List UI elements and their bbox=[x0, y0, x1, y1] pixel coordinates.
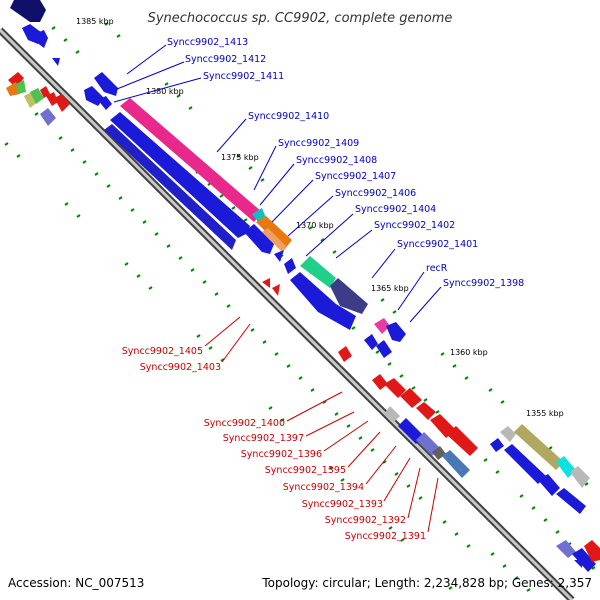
accession-text: Accession: NC_007513 bbox=[8, 576, 144, 590]
gene-1402[interactable] bbox=[330, 278, 368, 314]
gene-1398c[interactable] bbox=[376, 340, 392, 358]
gene-left-f[interactable] bbox=[40, 86, 50, 98]
label-syncc9902-1393[interactable]: Syncc9902_1393 bbox=[302, 499, 383, 510]
gene-1391c[interactable] bbox=[446, 426, 478, 456]
label-syncc9902-1395[interactable]: Syncc9902_1395 bbox=[265, 465, 346, 476]
gene-1398[interactable] bbox=[386, 322, 406, 342]
label-syncc9902-1401[interactable]: Syncc9902_1401 bbox=[397, 239, 478, 250]
gene-1394[interactable] bbox=[384, 406, 400, 422]
gene-1392[interactable] bbox=[416, 432, 440, 456]
gene-1355-a[interactable] bbox=[500, 426, 516, 442]
reverse-strand-genes bbox=[6, 72, 600, 572]
gene-1355-g[interactable] bbox=[538, 474, 560, 496]
gene-lower-c[interactable] bbox=[584, 540, 600, 562]
gene-1406b[interactable] bbox=[284, 258, 296, 274]
tick-label-1380: 1380 kbp bbox=[146, 87, 184, 96]
label-syncc9902-1405[interactable]: Syncc9902_1405 bbox=[122, 346, 203, 357]
gene-1404[interactable] bbox=[300, 256, 336, 288]
tick-label-1375: 1375 kbp bbox=[221, 153, 259, 162]
gene-1395[interactable] bbox=[400, 388, 422, 408]
gene-1395b[interactable] bbox=[416, 402, 436, 420]
label-syncc9902-1409[interactable]: Syncc9902_1409 bbox=[278, 138, 359, 149]
tick-label-1370: 1370 kbp bbox=[296, 221, 334, 230]
gene-left-e[interactable] bbox=[30, 88, 44, 104]
gene-left-d[interactable] bbox=[24, 92, 38, 108]
gene-1405[interactable] bbox=[262, 278, 270, 288]
label-syncc9902-1403[interactable]: Syncc9902_1403 bbox=[140, 362, 221, 373]
gene-lower-d[interactable] bbox=[574, 560, 582, 568]
gene-left-i[interactable] bbox=[40, 108, 56, 126]
genome-backbone bbox=[0, 27, 575, 600]
label-syncc9902-1407[interactable]: Syncc9902_1407 bbox=[315, 171, 396, 182]
label-syncc9902-1412[interactable]: Syncc9902_1412 bbox=[185, 54, 266, 65]
label-syncc9902-1406[interactable]: Syncc9902_1406 bbox=[335, 188, 416, 199]
gene-1398b[interactable] bbox=[364, 334, 378, 350]
topology-text: Topology: circular; Length: 2,234,828 bp… bbox=[261, 576, 592, 590]
gene-1393[interactable] bbox=[398, 418, 424, 444]
label-syncc9902-1391[interactable]: Syncc9902_1391 bbox=[345, 531, 426, 542]
gene-labels-forward: Syncc9902_1413 Syncc9902_1412 Syncc9902_… bbox=[167, 37, 524, 289]
label-syncc9902-1413[interactable]: Syncc9902_1413 bbox=[167, 37, 248, 48]
gene-1407[interactable] bbox=[256, 216, 292, 250]
gene-1411[interactable] bbox=[98, 96, 112, 110]
gene-lower-a[interactable] bbox=[556, 540, 576, 558]
gene-1407b[interactable] bbox=[262, 228, 286, 252]
gene-left-h[interactable] bbox=[54, 94, 70, 112]
gene-1406[interactable] bbox=[274, 250, 284, 262]
gene-1410-b[interactable] bbox=[110, 112, 250, 238]
tick-label-1385: 1385 kbp bbox=[76, 17, 114, 26]
gene-small-c[interactable] bbox=[52, 58, 60, 66]
gene-top-corner[interactable] bbox=[10, 0, 46, 22]
label-syncc9902-1394[interactable]: Syncc9902_1394 bbox=[283, 482, 364, 493]
gene-1355-d[interactable] bbox=[570, 466, 590, 488]
gene-1355-b[interactable] bbox=[514, 424, 564, 470]
gene-1355-h[interactable] bbox=[556, 488, 586, 514]
gene-left-a[interactable] bbox=[8, 72, 24, 88]
gene-lower-b[interactable] bbox=[572, 548, 596, 572]
gene-1355-f[interactable] bbox=[504, 444, 546, 484]
gene-1400[interactable] bbox=[338, 346, 352, 362]
tick-label-1360: 1360 kbp bbox=[450, 348, 488, 357]
label-syncc9902-1410[interactable]: Syncc9902_1410 bbox=[248, 111, 329, 122]
gene-labels-reverse: Syncc9902_1405 Syncc9902_1403 Syncc9902_… bbox=[122, 346, 426, 542]
gene-1413[interactable] bbox=[94, 72, 118, 96]
gene-left-c[interactable] bbox=[16, 80, 26, 94]
label-syncc9902-1408[interactable]: Syncc9902_1408 bbox=[296, 155, 377, 166]
tick-label-1355: 1355 kbp bbox=[526, 409, 564, 418]
label-syncc9902-1411[interactable]: Syncc9902_1411 bbox=[203, 71, 284, 82]
label-syncc9902-1402[interactable]: Syncc9902_1402 bbox=[374, 220, 455, 231]
label-syncc9902-1396[interactable]: Syncc9902_1396 bbox=[241, 449, 322, 460]
label-syncc9902-1392[interactable]: Syncc9902_1392 bbox=[325, 515, 406, 526]
gene-1391[interactable] bbox=[442, 450, 470, 478]
gene-1408[interactable] bbox=[244, 224, 274, 254]
gene-1409[interactable] bbox=[104, 124, 236, 250]
gene-recR[interactable] bbox=[374, 318, 390, 334]
tick-label-1365: 1365 kbp bbox=[371, 284, 409, 293]
label-recr[interactable]: recR bbox=[426, 263, 448, 274]
label-syncc9902-1398[interactable]: Syncc9902_1398 bbox=[443, 278, 524, 289]
gene-1397[interactable] bbox=[372, 374, 388, 390]
label-syncc9902-1397[interactable]: Syncc9902_1397 bbox=[223, 433, 304, 444]
tick-track-lower bbox=[4, 112, 531, 592]
leader-lines-reverse bbox=[204, 316, 439, 533]
gene-1396[interactable] bbox=[384, 378, 406, 398]
map-title: Synechococcus sp. CC9902, complete genom… bbox=[148, 11, 453, 26]
kbp-scale: 1385 kbp 1380 kbp 1375 kbp 1370 kbp 1365… bbox=[76, 17, 564, 418]
leader-lines-forward bbox=[113, 44, 442, 323]
gene-small-b[interactable] bbox=[34, 30, 48, 48]
gene-1410[interactable] bbox=[120, 98, 262, 222]
forward-strand-genes bbox=[10, 0, 590, 514]
gene-1403[interactable] bbox=[272, 284, 280, 296]
gene-left-g[interactable] bbox=[46, 92, 58, 106]
label-syncc9902-1400[interactable]: Syncc9902_1400 bbox=[204, 418, 285, 429]
label-syncc9902-1404[interactable]: Syncc9902_1404 bbox=[355, 204, 436, 215]
gene-1401[interactable] bbox=[290, 272, 356, 330]
gene-1355-e[interactable] bbox=[490, 438, 504, 452]
